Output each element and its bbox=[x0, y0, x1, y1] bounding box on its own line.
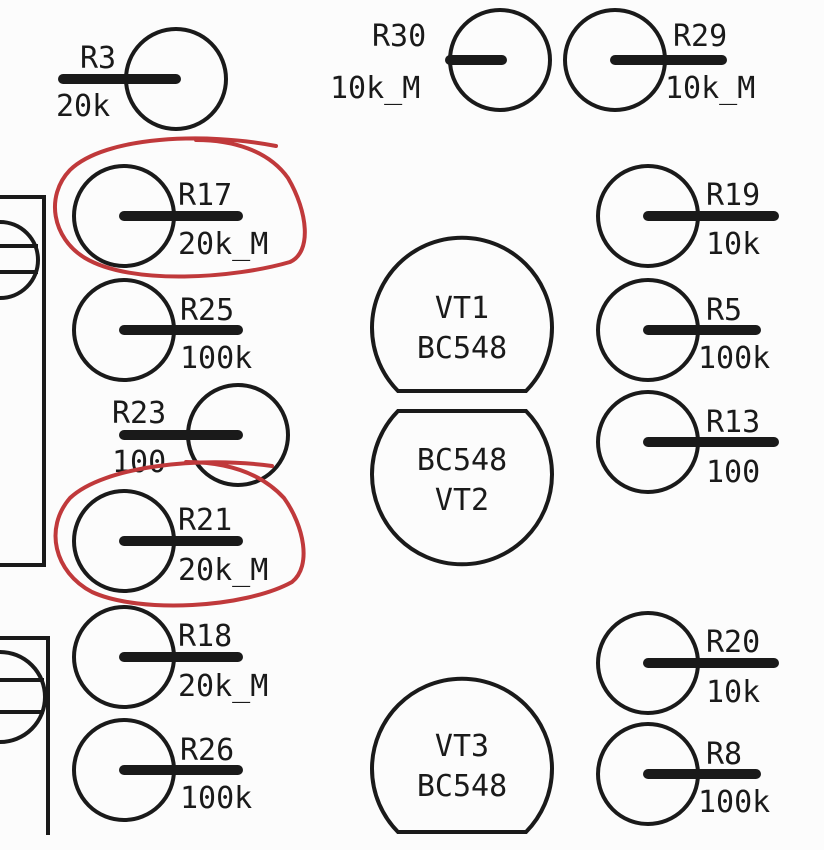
resistor-r25[interactable]: R25 100k bbox=[72, 278, 252, 382]
value-label: 20k_M bbox=[178, 553, 268, 588]
value-label: 20k_M bbox=[178, 227, 268, 262]
resistor-r17[interactable]: R17 20k_M bbox=[72, 164, 268, 268]
value-label: 100k bbox=[180, 781, 252, 816]
resistor-r5[interactable]: R5 100k bbox=[596, 278, 770, 382]
ref-label: R30 bbox=[372, 19, 426, 54]
transistor-vt3[interactable]: VT3 BC548 bbox=[370, 676, 554, 834]
value-label: 20k_M bbox=[178, 669, 268, 704]
ref-label: VT1 bbox=[435, 291, 489, 326]
value-label: 10k bbox=[706, 675, 760, 710]
transistor-vt2[interactable]: BC548 VT2 bbox=[370, 409, 554, 567]
resistor-r3[interactable]: R3 20k bbox=[56, 27, 228, 131]
ref-label: R5 bbox=[706, 293, 742, 328]
ref-label: R13 bbox=[706, 405, 760, 440]
ref-label: R17 bbox=[178, 178, 232, 213]
value-label: 100k bbox=[698, 341, 770, 376]
ref-label: R25 bbox=[180, 293, 234, 328]
highlight-ring-r17 bbox=[53, 136, 307, 279]
value-label: 10k_M bbox=[665, 71, 755, 106]
value-label: BC548 bbox=[417, 443, 507, 478]
value-label: BC548 bbox=[417, 769, 507, 804]
ref-label: R20 bbox=[706, 625, 760, 660]
resistor-r30[interactable]: R30 10k_M bbox=[330, 8, 552, 112]
resistor-r21[interactable]: R21 20k_M bbox=[72, 489, 268, 593]
value-label: 20k bbox=[56, 89, 110, 124]
connector-left-lower bbox=[0, 636, 50, 835]
value-label: 10k_M bbox=[330, 71, 420, 106]
ref-label: R19 bbox=[706, 178, 760, 213]
ref-label: R23 bbox=[112, 396, 166, 431]
transistor-vt1[interactable]: VT1 BC548 bbox=[370, 235, 554, 393]
resistor-r20[interactable]: R20 10k bbox=[596, 611, 779, 715]
value-label: BC548 bbox=[417, 331, 507, 366]
resistor-r18[interactable]: R18 20k_M bbox=[72, 605, 268, 709]
highlight-ring-r21 bbox=[53, 460, 306, 608]
ref-label: R18 bbox=[178, 619, 232, 654]
value-label: 100k bbox=[180, 341, 252, 376]
ref-label: R21 bbox=[178, 503, 232, 538]
value-label: 100 bbox=[706, 455, 760, 490]
resistor-r29[interactable]: R29 10k_M bbox=[563, 8, 755, 112]
resistor-r8[interactable]: R8 100k bbox=[596, 722, 770, 826]
ref-label: R3 bbox=[80, 41, 116, 76]
value-label: 10k bbox=[706, 227, 760, 262]
ref-label: VT2 bbox=[435, 483, 489, 518]
ref-label: R26 bbox=[180, 733, 234, 768]
ref-label: R8 bbox=[706, 737, 742, 772]
resistor-r26[interactable]: R26 100k bbox=[72, 718, 252, 822]
value-label: 100k bbox=[698, 785, 770, 820]
ref-label: R29 bbox=[673, 19, 727, 54]
resistor-r13[interactable]: R13 100 bbox=[596, 390, 779, 494]
ref-label: VT3 bbox=[435, 729, 489, 764]
connector-left-upper bbox=[0, 195, 46, 567]
resistor-r23[interactable]: R23 100 bbox=[112, 383, 290, 487]
resistor-r19[interactable]: R19 10k bbox=[596, 164, 779, 268]
